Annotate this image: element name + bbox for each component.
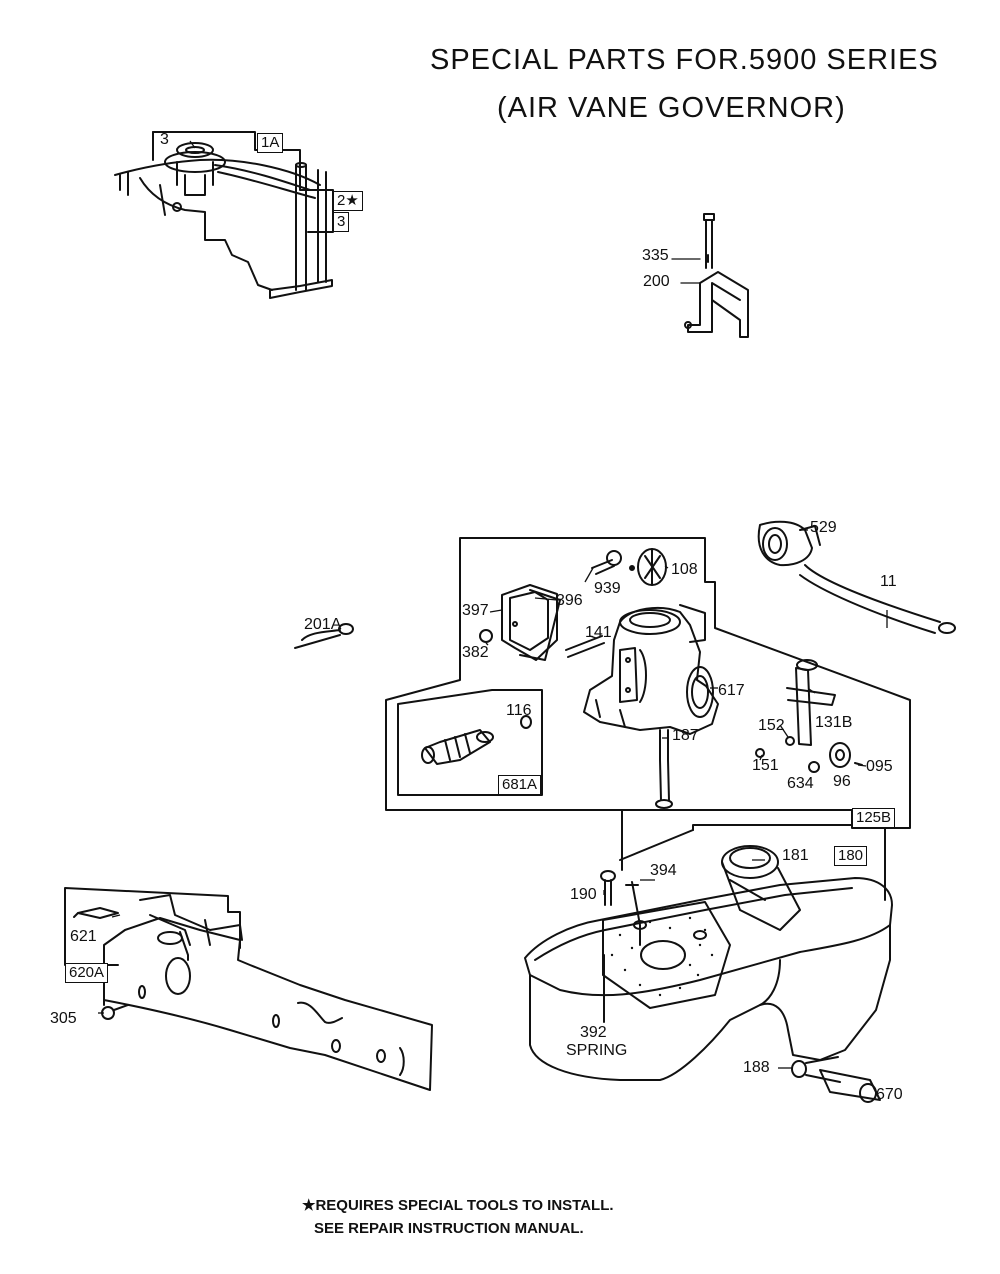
group-label-3: 3 xyxy=(333,212,350,232)
part-label-187: 187 xyxy=(672,727,699,744)
part-label-181: 181 xyxy=(782,847,809,864)
part-label-96: 96 xyxy=(833,773,851,790)
part-label-11: 11 xyxy=(880,573,897,590)
part-label-141: 141 xyxy=(585,624,612,641)
footnote-line1: ★REQUIRES SPECIAL TOOLS TO INSTALL. xyxy=(302,1197,614,1214)
part-label-670: 670 xyxy=(876,1086,903,1103)
leader-lines xyxy=(98,141,887,1068)
part-label-617: 617 xyxy=(718,682,745,699)
part-label-200: 200 xyxy=(643,273,670,290)
group-label-180: 180 xyxy=(834,846,868,866)
part-label-108: 108 xyxy=(671,561,698,578)
part-label-131B: 131B xyxy=(815,714,853,731)
group-label-681A: 681A xyxy=(498,775,542,795)
part-label-529: 529 xyxy=(810,519,837,536)
part-label-190: 190 xyxy=(570,886,597,903)
governor-lever-620A xyxy=(65,888,432,1090)
part-label-634: 634 xyxy=(787,775,814,792)
part-label-382: 382 xyxy=(462,644,489,661)
part-label-392-spring: SPRING xyxy=(566,1042,628,1059)
part-label-152: 152 xyxy=(758,717,785,734)
part-label-188: 188 xyxy=(743,1059,770,1076)
governor-bracket-200 xyxy=(672,214,748,337)
part-label-394: 394 xyxy=(650,862,677,879)
governor-blade-assembly xyxy=(115,132,333,298)
diagram-title-line1: SPECIAL PARTS FOR.5900 SERIES xyxy=(430,44,939,76)
part-label-3: 3 xyxy=(160,131,169,148)
footnote-line2: SEE REPAIR INSTRUCTION MANUAL. xyxy=(314,1220,584,1237)
part-label-396: 396 xyxy=(556,592,583,609)
part-label-151: 151 xyxy=(752,757,779,774)
part-label-305: 305 xyxy=(50,1010,77,1027)
part-label-116: 116 xyxy=(506,702,532,719)
part-label-939: 939 xyxy=(594,580,621,597)
part-label-621: 621 xyxy=(70,928,97,945)
group-label-620A: 620A xyxy=(65,963,109,983)
diagram-title-line2: (AIR VANE GOVERNOR) xyxy=(497,92,846,124)
group-label-125B: 125B xyxy=(852,808,896,828)
part-label-397: 397 xyxy=(462,602,489,619)
part-label-392: 392 xyxy=(580,1024,607,1041)
group-label-1A: 1A xyxy=(257,133,284,153)
part-label-335: 335 xyxy=(642,247,669,264)
part-label-201A: 201A xyxy=(304,616,342,633)
group-label-2-star: 2★ xyxy=(333,191,363,211)
gasket-texture xyxy=(610,916,714,997)
part-label-095: 095 xyxy=(866,758,893,775)
